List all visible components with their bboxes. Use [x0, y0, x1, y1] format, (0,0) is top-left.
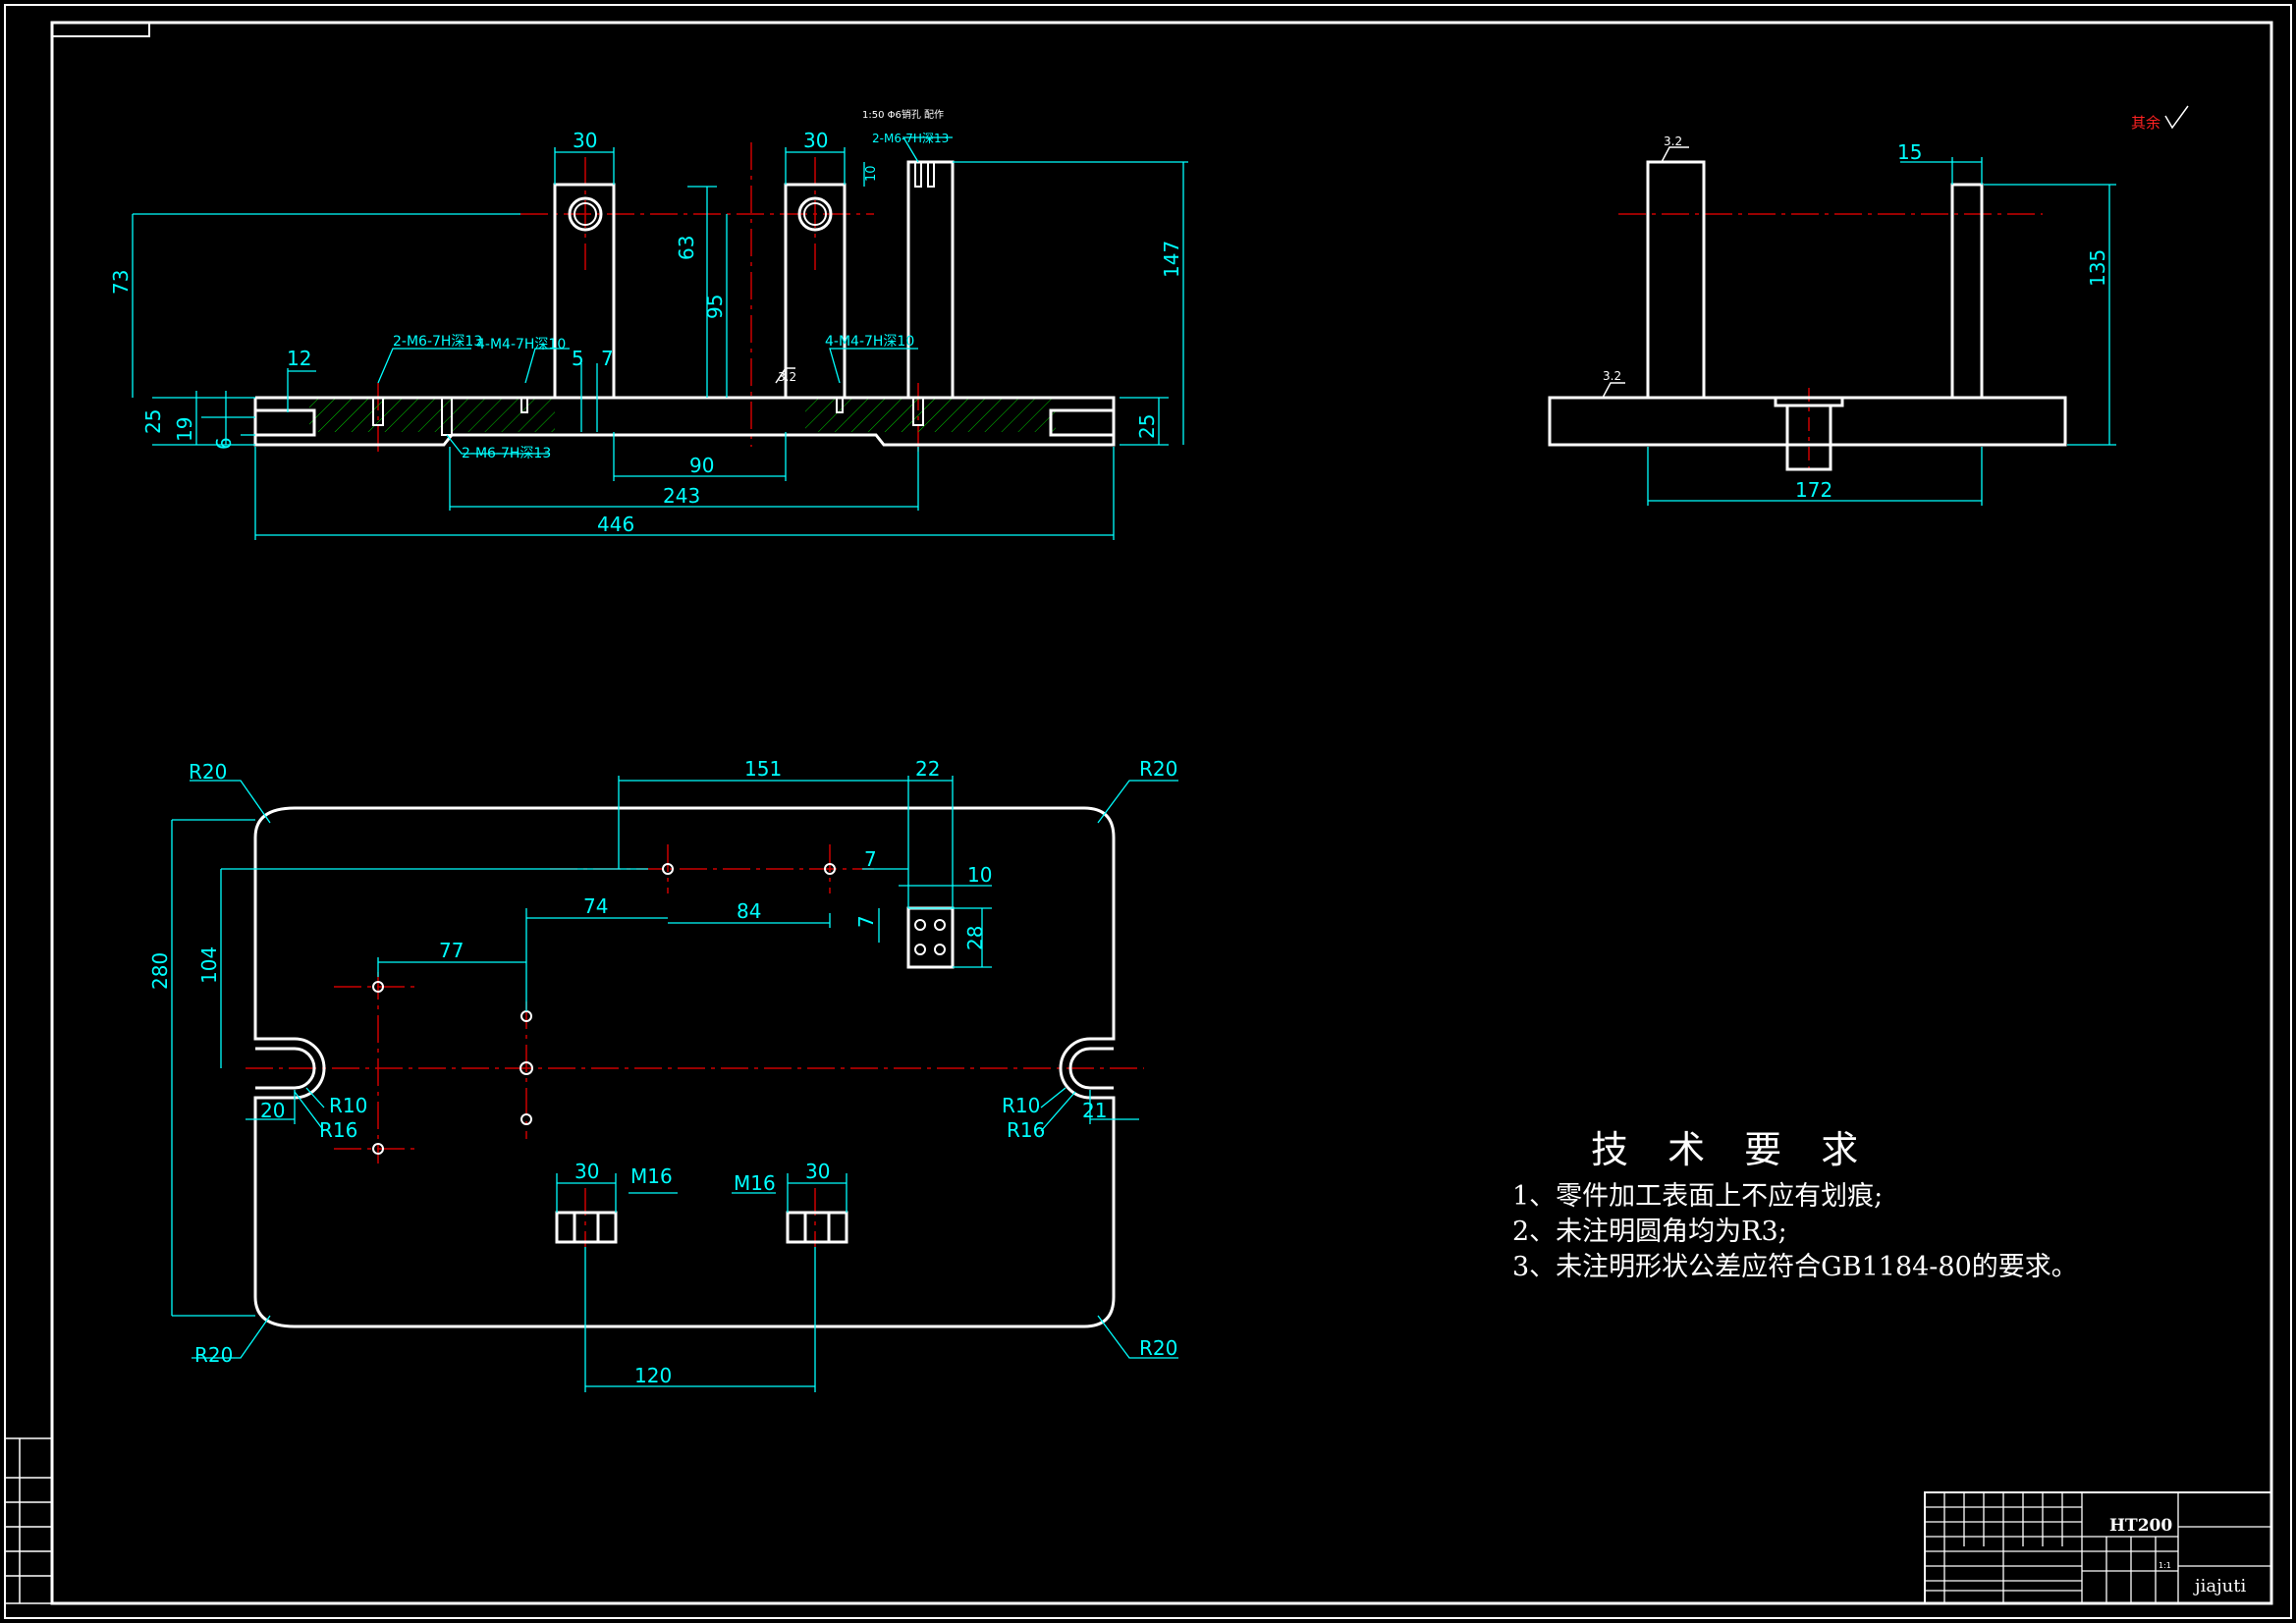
dim-m16-left: M16	[630, 1164, 673, 1188]
dim-7: 7	[601, 347, 614, 370]
other-surfaces-note: 其余	[2131, 114, 2160, 132]
dim-r20-bl: R20	[194, 1343, 233, 1367]
callout-cone-pin: 1:50 Φ6销孔 配作	[862, 108, 944, 121]
section-hatch-right	[805, 398, 1056, 432]
corner-tab	[52, 23, 150, 37]
material-label: HT200	[2109, 1516, 2172, 1536]
tech-req-item-1: 1、零件加工表面上不应有划痕;	[1512, 1181, 1884, 1212]
pin-hole-2	[797, 196, 833, 232]
dim-6: 6	[212, 437, 236, 450]
dim-19: 19	[173, 417, 196, 442]
pin-hole-1	[568, 196, 603, 232]
upright-3	[906, 160, 955, 400]
hole-7	[520, 1113, 532, 1125]
dim-10-top: 10	[967, 863, 992, 887]
dim-r10-left: R10	[329, 1094, 367, 1117]
callout-m6-top: 2-M6-7H深13	[393, 334, 482, 350]
u-slot-right	[1068, 1047, 1114, 1090]
dim-280: 280	[148, 952, 172, 990]
dim-r10-right: R10	[1002, 1094, 1040, 1117]
surface-finish-symbol: 3.2	[778, 370, 796, 384]
dim-r20-br: R20	[1139, 1336, 1177, 1360]
dim-77: 77	[439, 939, 464, 962]
dim-r20-tl: R20	[189, 760, 227, 784]
inner-frame	[50, 21, 2273, 1605]
callout-m4-left: 4-M4-7H深10	[476, 337, 566, 352]
dim-30-a: 30	[573, 129, 597, 152]
scale-label: 1:1	[2159, 1561, 2171, 1570]
dim-7-a: 7	[864, 847, 877, 871]
dim-90: 90	[689, 454, 714, 477]
dim-12: 12	[287, 347, 311, 370]
hole-3	[372, 981, 384, 993]
hole-6	[519, 1061, 533, 1075]
dim-r16-right: R16	[1007, 1118, 1045, 1142]
tech-req-item-2: 2、未注明圆角均为R3;	[1512, 1217, 1787, 1247]
callout-m6-bottom: 2-M6-7H深13	[462, 446, 551, 461]
callout-m6-top-right: 2-M6-7H深13	[872, 132, 949, 145]
hole-2	[824, 863, 836, 875]
title-block	[1924, 1491, 2272, 1604]
watermark-text: jiajuti	[2193, 1576, 2246, 1596]
dim-120: 120	[634, 1364, 672, 1387]
side-upright-2	[1950, 183, 1984, 400]
dim-104: 104	[197, 947, 221, 984]
dim-63: 63	[675, 236, 698, 260]
dim-25-left: 25	[141, 409, 165, 434]
tech-req-item-3: 3、未注明形状公差应符合GB1184-80的要求。	[1512, 1252, 2078, 1282]
hole-4	[372, 1143, 384, 1155]
dim-135: 135	[2086, 249, 2109, 287]
dim-20: 20	[260, 1099, 285, 1122]
dim-172: 172	[1795, 478, 1832, 502]
top-view: R20 R20 R20 R20 151 22 7 10 7 28 74 84 7…	[148, 757, 1178, 1392]
u-slot-left	[255, 1047, 316, 1090]
dim-m16-right: M16	[734, 1171, 776, 1195]
plate-outline	[253, 806, 1116, 1328]
dim-30-b: 30	[803, 129, 828, 152]
dim-10: 10	[864, 165, 879, 182]
dim-95: 95	[703, 295, 727, 319]
side-view: 3.2 3.2 15 135 172	[1548, 135, 2116, 506]
dim-74: 74	[583, 894, 608, 918]
side-upright-1	[1646, 160, 1706, 400]
dim-28: 28	[963, 926, 987, 950]
front-view: 3.2 30 30 63 95 73 147 12 5 7 25 19 6 25…	[109, 108, 1188, 540]
dim-21: 21	[1082, 1099, 1107, 1122]
dim-151: 151	[744, 757, 782, 781]
hole-1	[662, 863, 674, 875]
upright-1	[553, 183, 616, 400]
section-hatch-left	[309, 398, 555, 432]
dim-7-b: 7	[854, 915, 878, 928]
check-symbol	[2164, 105, 2189, 130]
pin-block	[906, 906, 955, 969]
dim-73: 73	[109, 270, 133, 295]
side-surface-symbol-1: 3.2	[1664, 135, 1682, 148]
margin-strip	[4, 1437, 53, 1604]
m16-boss-right	[786, 1211, 848, 1244]
dim-243: 243	[663, 484, 700, 508]
dim-30-right: 30	[805, 1160, 830, 1183]
dim-25-right: 25	[1135, 414, 1159, 439]
tech-req-title: 技 术 要 求	[1591, 1128, 1873, 1171]
dim-5: 5	[572, 347, 584, 370]
upright-2	[784, 183, 847, 400]
m16-boss-left	[555, 1211, 618, 1244]
dim-r20-tr: R20	[1139, 757, 1177, 781]
base-plate-outline	[253, 396, 1116, 447]
dim-147: 147	[1160, 241, 1183, 278]
dim-446: 446	[597, 513, 634, 536]
dim-84: 84	[737, 899, 761, 923]
callout-m4-right: 4-M4-7H深10	[825, 334, 914, 350]
dim-15: 15	[1897, 140, 1922, 164]
outer-frame	[4, 4, 2292, 1619]
dim-22: 22	[915, 757, 940, 781]
dim-r16-left: R16	[319, 1118, 357, 1142]
dim-30-left: 30	[574, 1160, 599, 1183]
side-surface-symbol-2: 3.2	[1603, 369, 1621, 383]
